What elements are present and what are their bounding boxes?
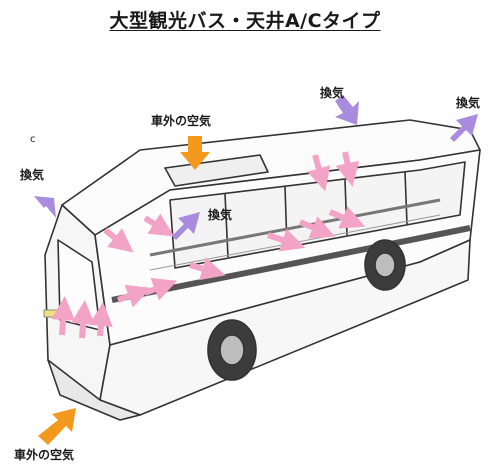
rear-wheel	[364, 239, 406, 291]
exhaust-label-right-1: 換気	[320, 86, 345, 100]
side-windows	[169, 161, 466, 269]
outside-air-arrow-top	[180, 136, 210, 170]
exhaust-arrow-right-1	[335, 95, 359, 125]
exhaust-arrow-left	[34, 196, 56, 218]
stray-mark: c	[30, 134, 36, 145]
diagram-title: 大型観光バス・天井A/Cタイプ	[109, 10, 381, 32]
exhaust-arrow-center	[172, 212, 200, 240]
internal-airflow-arrows	[51, 151, 366, 339]
bus-illustration	[43, 119, 481, 421]
exhaust-arrow-right-2	[450, 114, 478, 142]
front-wheel	[207, 319, 257, 381]
exhaust-label-right-2: 換気	[456, 96, 481, 110]
exhaust-label-left: 換気	[20, 168, 45, 182]
outside-air-label-bottom: 車外の空気	[14, 448, 75, 462]
outside-air-label-top: 車外の空気	[151, 114, 212, 128]
exhaust-label-center: 換気	[208, 208, 233, 222]
roof-ac-unit	[164, 154, 269, 187]
outside-air-arrow-bottom	[38, 408, 76, 445]
interior-duct	[149, 198, 441, 257]
front-bumper	[47, 359, 141, 421]
